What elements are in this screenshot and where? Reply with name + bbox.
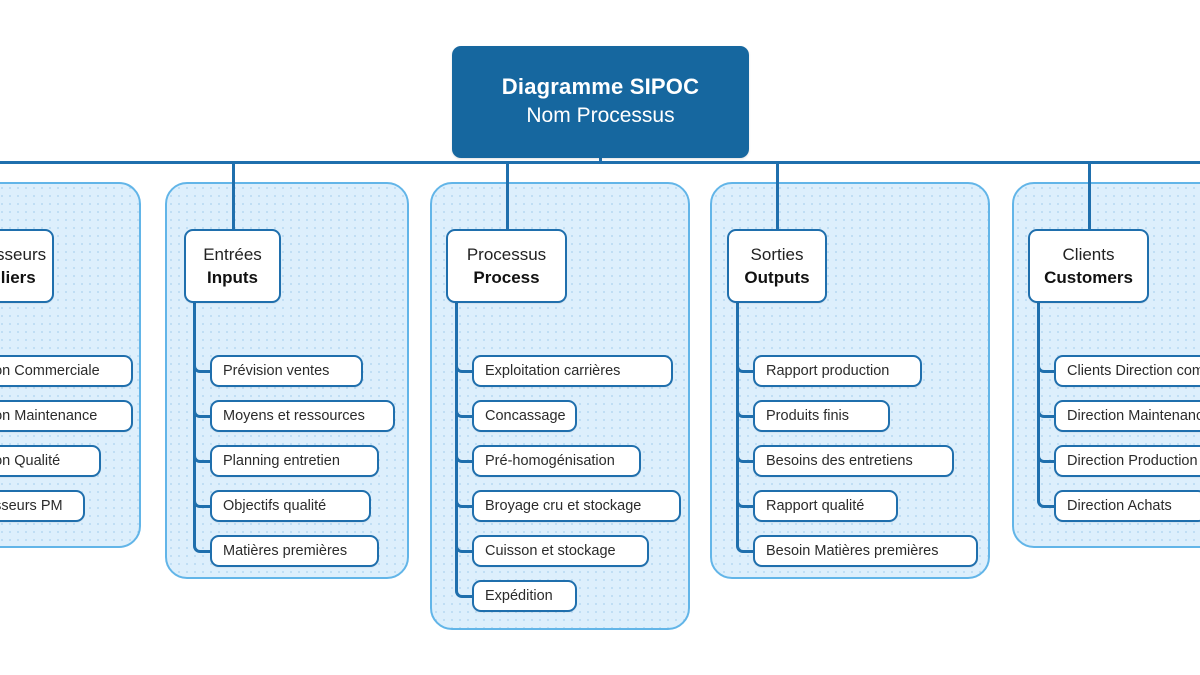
connector-stub — [468, 415, 472, 418]
connector-elbow — [455, 360, 468, 373]
connector-trunk-inputs — [193, 301, 196, 545]
list-item[interactable]: Concassage — [472, 400, 577, 432]
list-item[interactable]: Direction Commerciale — [0, 355, 133, 387]
connector-elbow — [736, 360, 749, 373]
connector-stub — [1050, 460, 1054, 463]
connector-elbow — [193, 495, 206, 508]
connector-stub — [468, 550, 472, 553]
list-item[interactable]: Clients Direction commerciale — [1054, 355, 1200, 387]
diagram-title-primary: Diagramme SIPOC — [501, 74, 700, 99]
diagram-title-secondary: Nom Processus — [526, 104, 675, 127]
column-header-label-fr: Processus — [466, 245, 547, 264]
diagram-title-box: Diagramme SIPOC Nom Processus — [452, 46, 749, 158]
list-item[interactable]: Besoins des entretiens — [753, 445, 954, 477]
connector-elbow — [193, 405, 206, 418]
connector-elbow — [1037, 495, 1050, 508]
list-item[interactable]: Expédition — [472, 580, 577, 612]
column-header-suppliers[interactable]: FournisseursSuppliers — [0, 229, 54, 303]
connector-elbow — [736, 405, 749, 418]
connector-elbow — [736, 450, 749, 463]
connector-elbow — [193, 450, 206, 463]
connector-stub — [206, 460, 210, 463]
connector-stub — [206, 505, 210, 508]
connector-stub — [1050, 370, 1054, 373]
connector-elbow — [193, 360, 206, 373]
connector-stub — [1050, 415, 1054, 418]
list-item[interactable]: Exploitation carrières — [472, 355, 673, 387]
connector-stub — [749, 550, 753, 553]
connector-elbow — [455, 585, 468, 598]
list-item[interactable]: Direction Production — [1054, 445, 1200, 477]
list-item[interactable]: Rapport production — [753, 355, 922, 387]
connector-elbow — [455, 405, 468, 418]
connector-drop-process — [506, 163, 509, 229]
connector-stub — [1050, 505, 1054, 508]
list-item[interactable]: Planning entretien — [210, 445, 379, 477]
list-item[interactable]: Objectifs qualité — [210, 490, 371, 522]
list-item[interactable]: Produits finis — [753, 400, 890, 432]
connector-stub — [468, 460, 472, 463]
list-item[interactable]: Prévision ventes — [210, 355, 363, 387]
connector-stub — [468, 505, 472, 508]
connector-drop-outputs — [776, 163, 779, 229]
connector-stub — [206, 370, 210, 373]
column-header-label-fr: Entrées — [203, 245, 262, 264]
connector-elbow — [1037, 405, 1050, 418]
column-header-label-en: Suppliers — [0, 268, 36, 287]
connector-stub — [749, 370, 753, 373]
list-item[interactable]: Direction Maintenance — [1054, 400, 1200, 432]
column-header-label-fr: Sorties — [750, 245, 804, 264]
connector-elbow — [1037, 360, 1050, 373]
connector-trunk-process — [455, 301, 458, 590]
connector-elbow — [455, 450, 468, 463]
column-header-label-fr: Clients — [1062, 245, 1115, 264]
list-item[interactable]: Direction Qualité — [0, 445, 101, 477]
connector-elbow — [455, 540, 468, 553]
column-header-label-fr: Fournisseurs — [0, 245, 47, 264]
list-item[interactable]: Moyens et ressources — [210, 400, 395, 432]
list-item[interactable]: Direction Maintenance — [0, 400, 133, 432]
connector-drop-customers — [1088, 163, 1091, 229]
list-item[interactable]: Fournisseurs PM — [0, 490, 85, 522]
connector-elbow — [736, 495, 749, 508]
connector-stub — [749, 505, 753, 508]
connector-elbow — [1037, 450, 1050, 463]
list-item[interactable]: Rapport qualité — [753, 490, 898, 522]
list-item[interactable]: Cuisson et stockage — [472, 535, 649, 567]
column-header-label-en: Inputs — [207, 268, 258, 287]
column-header-label-en: Customers — [1044, 268, 1133, 287]
connector-stub — [206, 415, 210, 418]
connector-title-stem — [599, 155, 602, 163]
connector-drop-inputs — [232, 163, 235, 229]
list-item[interactable]: Pré-homogénisation — [472, 445, 641, 477]
connector-stub — [749, 415, 753, 418]
connector-stub — [468, 370, 472, 373]
list-item[interactable]: Broyage cru et stockage — [472, 490, 681, 522]
connector-elbow — [193, 540, 206, 553]
connector-stub — [206, 550, 210, 553]
list-item[interactable]: Direction Achats — [1054, 490, 1200, 522]
connector-trunk-outputs — [736, 301, 739, 545]
column-header-label-en: Process — [473, 268, 540, 287]
connector-elbow — [736, 540, 749, 553]
connector-trunk-customers — [1037, 301, 1040, 500]
column-header-label-en: Outputs — [744, 268, 810, 287]
list-item[interactable]: Besoin Matières premières — [753, 535, 978, 567]
connector-stub — [468, 595, 472, 598]
list-item[interactable]: Matières premières — [210, 535, 379, 567]
connector-elbow — [455, 495, 468, 508]
connector-stub — [749, 460, 753, 463]
